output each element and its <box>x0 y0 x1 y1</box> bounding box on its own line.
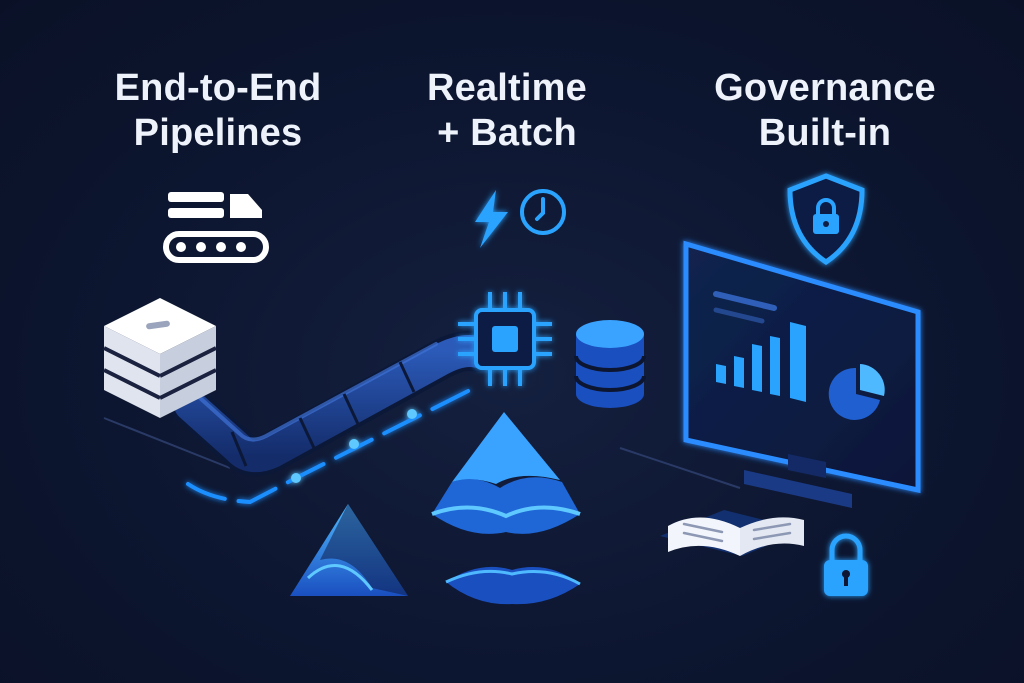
database-icon <box>574 320 646 408</box>
mountain-icon <box>290 504 408 596</box>
data-flow-trail <box>186 388 472 505</box>
conveyor-truck-icon <box>163 192 269 263</box>
floor-lines <box>103 417 741 489</box>
wave-layers-icon <box>431 412 581 605</box>
padlock-icon <box>824 533 868 596</box>
server-stack-icon <box>103 298 217 418</box>
monitor-dashboard-icon <box>683 240 921 508</box>
shield-lock-icon <box>787 173 865 266</box>
heading-end-to-end-pipelines: End-to-End Pipelines <box>88 66 348 156</box>
heading-line: Governance <box>714 67 936 109</box>
heading-line: Built-in <box>758 112 892 154</box>
heading-governance-built-in: Governance Built-in <box>690 66 960 156</box>
heading-line: + Batch <box>437 112 577 154</box>
heading-line: Realtime <box>426 67 587 109</box>
cpu-chip-icon <box>458 292 552 386</box>
heading-line: Pipelines <box>133 112 303 154</box>
open-book-icon <box>660 510 804 556</box>
heading-realtime-batch: Realtime + Batch <box>397 66 617 156</box>
lightning-icon <box>475 190 508 248</box>
heading-line: End-to-End <box>114 67 322 109</box>
pipeline-pipe <box>170 331 498 477</box>
clock-icon <box>520 189 566 235</box>
